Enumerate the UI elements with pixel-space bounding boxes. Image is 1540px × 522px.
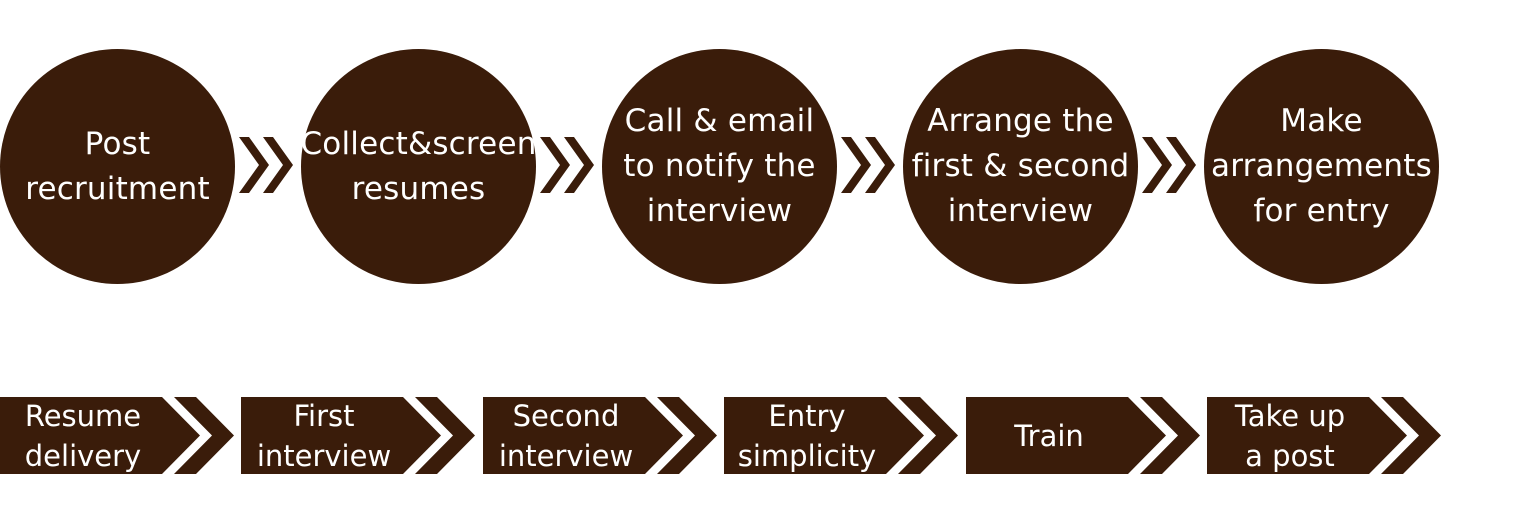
process-step-label: Collect&screen resumes (300, 125, 537, 207)
timeline-step-label: First interview (256, 398, 392, 473)
chevron-arrow-icon (966, 397, 1200, 474)
chevron-arrow-icon (724, 397, 958, 474)
timeline-step-resume-delivery: Resume delivery (0, 397, 234, 474)
timeline-step-label: Train (1014, 418, 1084, 453)
timeline-step-take-up-post: Take up a post (1207, 397, 1441, 474)
process-step-label: Arrange the first & second interview (911, 103, 1130, 229)
timeline-step-train: Train (966, 397, 1200, 474)
timeline-step-second-interview: Second interview (483, 397, 717, 474)
timeline-step-first-interview: First interview (241, 397, 475, 474)
process-step-arrange-interview: Arrange the first & second interview (903, 49, 1138, 284)
timeline-step-entry-simplicity: Entry simplicity (724, 397, 958, 474)
double-chevron-right-icon (239, 137, 295, 193)
chevron-arrow-icon (0, 397, 234, 474)
chevron-arrow-icon (483, 397, 717, 474)
process-step-label: Make arrangements for entry (1211, 103, 1432, 229)
chevron-arrow-icon (1207, 397, 1441, 474)
timeline-step-label: Second interview (498, 398, 634, 473)
process-step-call-email-notify: Call & email to notify the interview (602, 49, 837, 284)
chevron-arrow-icon (241, 397, 475, 474)
process-step-collect-screen-resumes: Collect&screen resumes (300, 49, 537, 284)
process-step-label: Call & email to notify the interview (623, 103, 816, 229)
timeline-step-label: Entry simplicity (737, 398, 877, 473)
timeline-step-label: Resume delivery (24, 398, 142, 473)
double-chevron-right-icon (540, 137, 596, 193)
timeline-step-label: Take up a post (1234, 398, 1346, 473)
process-step-make-arrangements: Make arrangements for entry (1204, 49, 1439, 284)
double-chevron-right-icon (1142, 137, 1198, 193)
double-chevron-right-icon (841, 137, 897, 193)
process-step-post-recruitment: Post recruitment (0, 49, 235, 284)
process-step-label: Post recruitment (25, 125, 210, 207)
